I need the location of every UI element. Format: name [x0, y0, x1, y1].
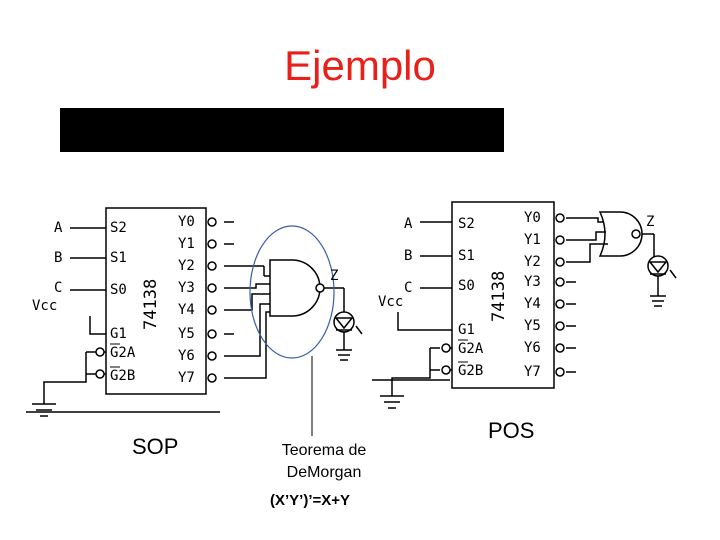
- pin-g2b-left: G2B: [110, 368, 135, 384]
- pin-s2-left: S2: [110, 220, 127, 236]
- pin-s2-right: S2: [458, 216, 475, 232]
- pin-g2a-left: G2A: [110, 345, 136, 361]
- input-a-left: A: [54, 220, 63, 236]
- caption-theorem-line1: Teorema de: [281, 442, 367, 459]
- pin-y5-right: Y5: [524, 318, 541, 334]
- pin-g2a-right: G2A: [458, 341, 484, 357]
- pin-y2-right: Y2: [524, 254, 541, 270]
- pin-y7-left: Y7: [178, 370, 195, 386]
- pin-y1-right: Y1: [524, 232, 541, 248]
- nand-gate-right: [598, 211, 643, 257]
- nand-gate-left: [269, 259, 321, 317]
- input-a-right: A: [404, 216, 413, 232]
- vcc-left: Vcc: [32, 298, 57, 314]
- output-z-left: Z: [330, 268, 338, 284]
- part-number-right: 74138: [489, 271, 509, 322]
- caption-equation: (X’Y’)’=X+Y: [270, 492, 351, 509]
- pin-g1-left: G1: [110, 326, 127, 342]
- caption-theorem-line2: DeMorgan: [286, 464, 362, 481]
- pin-y5-left: Y5: [178, 326, 195, 342]
- caption-pos: POS: [488, 418, 535, 443]
- pin-s1-left: S1: [110, 250, 127, 266]
- decoder-chip-right: [451, 201, 555, 389]
- vcc-right: Vcc: [378, 294, 403, 310]
- input-b-right: B: [404, 248, 412, 264]
- pin-y7-right: Y7: [524, 364, 541, 380]
- pin-y0-right: Y0: [524, 210, 541, 226]
- part-number-left: 74138: [141, 279, 161, 330]
- pin-y6-left: Y6: [178, 348, 195, 364]
- pin-y0-left: Y0: [178, 214, 195, 230]
- pin-y4-left: Y4: [178, 302, 195, 318]
- pin-y3-left: Y3: [178, 280, 195, 296]
- input-b-left: B: [54, 250, 62, 266]
- pin-s0-right: S0: [458, 278, 475, 294]
- input-c-right: C: [404, 280, 412, 296]
- slide-title: Ejemplo: [284, 42, 436, 89]
- pin-g1-right: G1: [458, 322, 475, 338]
- pin-y2-left: Y2: [178, 258, 195, 274]
- output-z-right: Z: [646, 214, 654, 230]
- pin-y4-right: Y4: [524, 296, 541, 312]
- pin-s0-left: S0: [110, 282, 127, 298]
- pin-g2b-right: G2B: [458, 363, 483, 379]
- input-c-left: C: [54, 280, 62, 296]
- caption-sop: SOP: [132, 434, 179, 459]
- pin-s1-right: S1: [458, 248, 475, 264]
- pin-y6-right: Y6: [524, 340, 541, 356]
- pin-y3-right: Y3: [524, 274, 541, 290]
- caption-theorem: Teorema de DeMorgan: [264, 440, 384, 484]
- pin-y1-left: Y1: [178, 236, 195, 252]
- redacted-bar: [60, 108, 504, 152]
- decoder-chip-left: [105, 207, 207, 395]
